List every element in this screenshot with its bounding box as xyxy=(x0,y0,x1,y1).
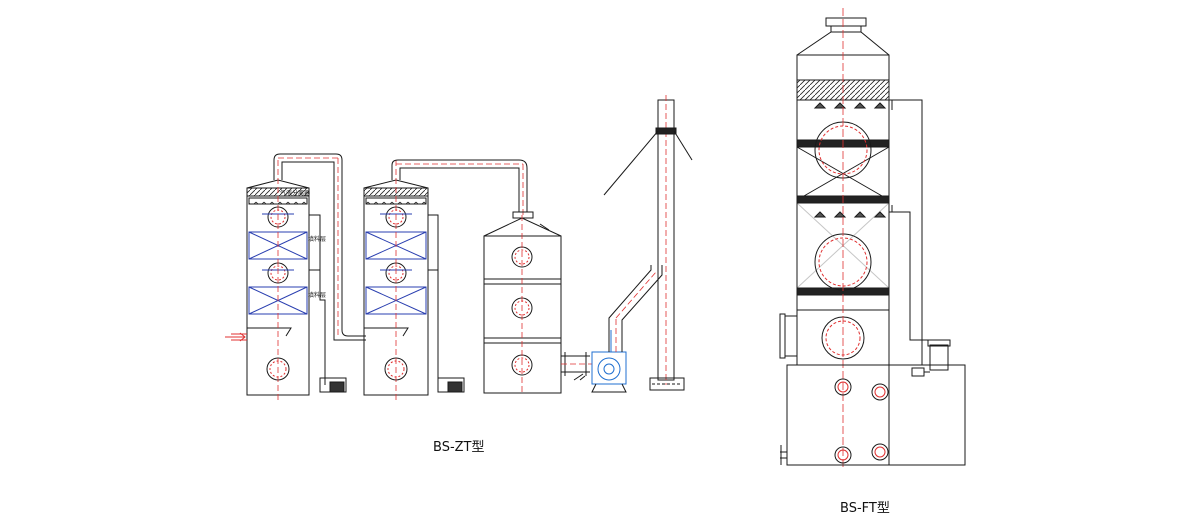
separator-tank xyxy=(483,211,592,395)
duct-2 xyxy=(391,159,528,215)
pump xyxy=(911,339,951,377)
duct-1 xyxy=(273,153,366,341)
demister-label: 气液分离器 xyxy=(280,189,310,197)
bs-ft-caption: BS-FT型 xyxy=(840,501,890,516)
packing-label-lower: 填料层 xyxy=(308,291,326,299)
bs-zt-caption: BS-ZT型 xyxy=(433,440,485,455)
duct-3 xyxy=(608,265,663,352)
tower-1: 填料层 填料层 气液分离器 xyxy=(225,160,347,400)
packing-label-upper: 填料层 xyxy=(308,235,326,243)
bs-ft-tower xyxy=(779,8,966,470)
exhaust-stack xyxy=(603,95,693,391)
bs-zt-system: 填料层 填料层 气液分离器 xyxy=(225,95,693,400)
tower-2 xyxy=(363,160,465,400)
